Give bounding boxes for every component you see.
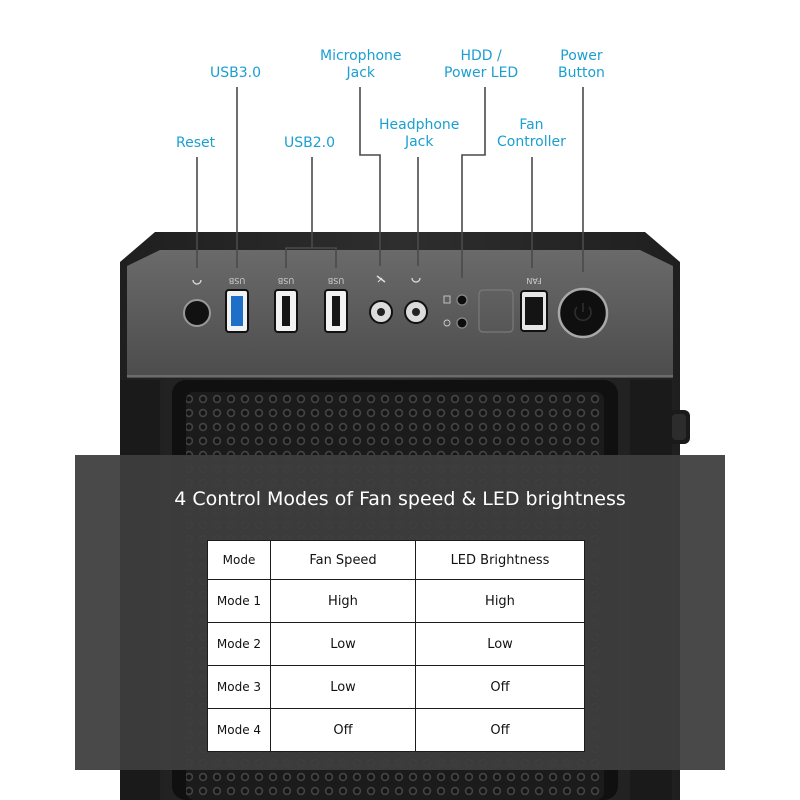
callout-power-line1: Power	[560, 48, 603, 64]
header-fan-speed: Fan Speed	[270, 540, 416, 580]
header-led-brightness: LED Brightness	[415, 540, 585, 580]
callout-fan-line1: Fan	[519, 117, 544, 133]
usb2-label-2: USB	[328, 276, 344, 285]
reset-icon	[192, 279, 202, 285]
usb2-port-1-tongue	[282, 296, 290, 326]
callout-microphone-line2: Jack	[346, 65, 375, 81]
callout-microphone-line1: Microphone	[320, 48, 402, 64]
callout-headphone-jack: Headphone Jack	[379, 117, 459, 151]
callout-power-button: Power Button	[558, 48, 605, 82]
cell-led-brightness: Off	[415, 665, 585, 709]
cell-mode: Mode 3	[207, 665, 271, 709]
leader-hdd	[461, 87, 486, 278]
headphone-icon	[411, 277, 421, 283]
microphone-icon	[376, 275, 386, 283]
reset-button[interactable]	[183, 299, 211, 327]
cell-mode: Mode 1	[207, 579, 271, 623]
overlay-title: 4 Control Modes of Fan speed & LED brigh…	[174, 488, 626, 510]
cell-fan-speed: Low	[270, 622, 416, 666]
leader-usb2	[285, 157, 337, 268]
callout-usb3: USB3.0	[210, 65, 262, 81]
table-header-row: Mode Fan Speed LED Brightness	[207, 540, 585, 580]
control-modes-table: Mode Fan Speed LED Brightness Mode 1 Hig…	[207, 540, 585, 752]
front-io-panel	[127, 250, 673, 378]
cell-mode: Mode 2	[207, 622, 271, 666]
table-row: Mode 1 High High	[207, 579, 585, 623]
usb3-port-tongue	[231, 296, 243, 326]
callout-hdd-power-led: HDD / Power LED	[444, 48, 518, 82]
callout-fan-line2: Controller	[497, 134, 566, 150]
callout-usb2: USB2.0	[284, 135, 336, 151]
power-icon	[574, 303, 592, 322]
cell-fan-speed: High	[270, 579, 416, 623]
callout-microphone-jack: Microphone Jack	[320, 48, 402, 82]
callout-headphone-line1: Headphone	[379, 117, 460, 133]
fan-label: FAN	[526, 276, 541, 285]
cell-led-brightness: Low	[415, 622, 585, 666]
fan-switch-rocker	[525, 297, 543, 325]
cell-fan-speed: Low	[270, 665, 416, 709]
microphone-jack-hole	[377, 308, 385, 316]
table-row: Mode 3 Low Off	[207, 665, 585, 709]
header-mode: Mode	[207, 540, 271, 580]
table-row: Mode 4 Off Off	[207, 708, 585, 752]
hdd-icon	[443, 295, 451, 304]
power-button[interactable]	[557, 287, 609, 339]
side-knob-grip	[672, 414, 686, 440]
leader-lines	[196, 87, 584, 278]
leader-microphone	[359, 87, 381, 266]
hdd-led	[456, 294, 468, 306]
callout-fan-controller: Fan Controller	[497, 117, 566, 151]
cell-fan-speed: Off	[270, 708, 416, 752]
callout-headphone-line2: Jack	[404, 134, 434, 150]
cell-led-brightness: Off	[415, 708, 585, 752]
blank-cover	[478, 289, 514, 333]
callout-power-line2: Button	[558, 65, 605, 81]
callout-hdd-line2: Power LED	[444, 65, 519, 81]
callout-reset: Reset	[176, 135, 216, 151]
cell-mode: Mode 4	[207, 708, 271, 752]
usb2-label-1: USB	[278, 276, 294, 285]
headphone-jack-hole	[412, 308, 420, 316]
callout-hdd-line1: HDD /	[460, 48, 502, 64]
usb2-port-2-tongue	[332, 296, 340, 326]
cell-led-brightness: High	[415, 579, 585, 623]
power-led-icon	[443, 319, 451, 327]
power-led	[456, 317, 468, 329]
usb3-label: USB	[229, 276, 245, 285]
table-row: Mode 2 Low Low	[207, 622, 585, 666]
